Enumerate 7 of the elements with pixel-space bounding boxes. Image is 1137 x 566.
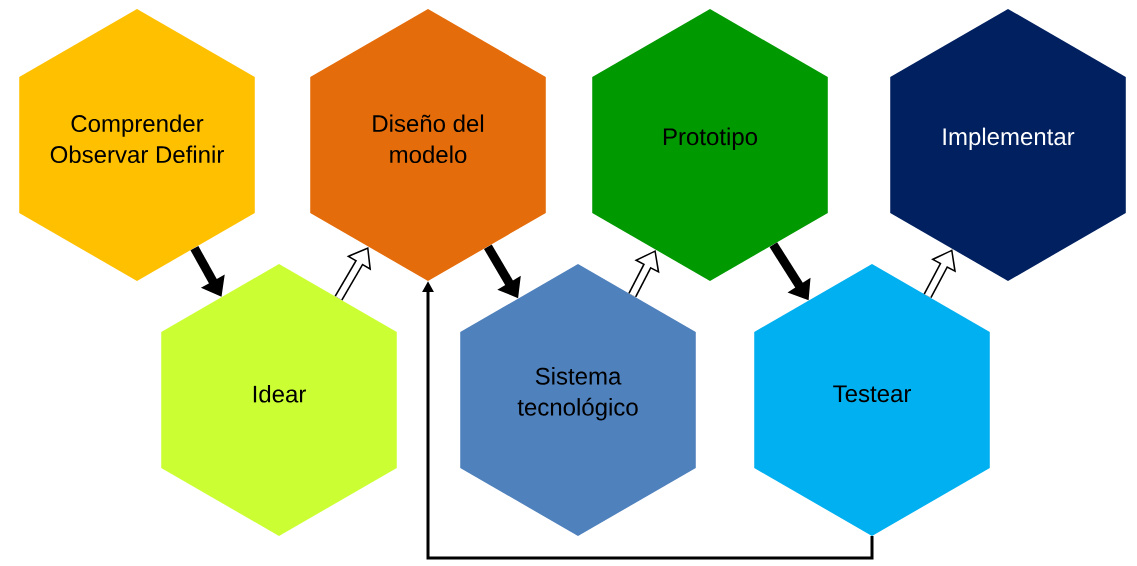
hexagon: Implementar (890, 9, 1126, 281)
hexagon: Sistema tecnológico (460, 264, 696, 536)
hexagon: Diseño del modelo (310, 9, 546, 281)
hexagon: Prototipo (592, 9, 828, 281)
hexagon: Idear (161, 264, 397, 536)
hexagon: Testear (754, 264, 990, 536)
hexagon: Comprender Observar Definir (19, 9, 255, 281)
